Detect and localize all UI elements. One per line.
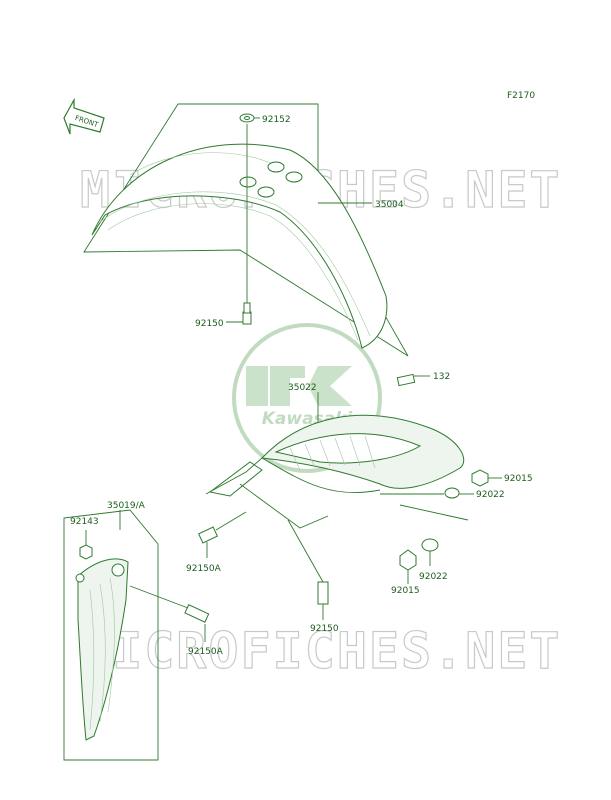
fork-guard-35019A (63, 509, 210, 761)
callout-92150A-bottom: 92150A (188, 647, 224, 657)
callout-92150-top: 92150 (195, 319, 224, 329)
callout-92143: 92143 (70, 517, 99, 527)
callout-35019A: 35019/A (107, 501, 146, 511)
callout-92152: 92152 (262, 115, 291, 125)
callout-labels: 92152 35004 92150 132 35022 92015 92022 … (70, 115, 533, 657)
callout-92015-lower: 92015 (391, 586, 420, 596)
callout-92150A-middle: 92150A (186, 564, 222, 574)
callout-92022-upper: 92022 (476, 490, 505, 500)
watermark-bottom: MICROFICHES.NET (80, 622, 562, 680)
callout-35022: 35022 (288, 383, 317, 393)
front-arrow-icon: FRONT (63, 97, 105, 135)
callout-92022-lower: 92022 (419, 572, 448, 582)
front-fender-35004 (83, 103, 409, 357)
figure-code: F2170 (507, 91, 535, 101)
callout-35004: 35004 (375, 200, 404, 210)
callout-132: 132 (433, 372, 450, 382)
fork-guard-35022 (197, 373, 502, 620)
callout-92015-right: 92015 (504, 474, 533, 484)
callout-92150-bottom: 92150 (310, 624, 339, 634)
